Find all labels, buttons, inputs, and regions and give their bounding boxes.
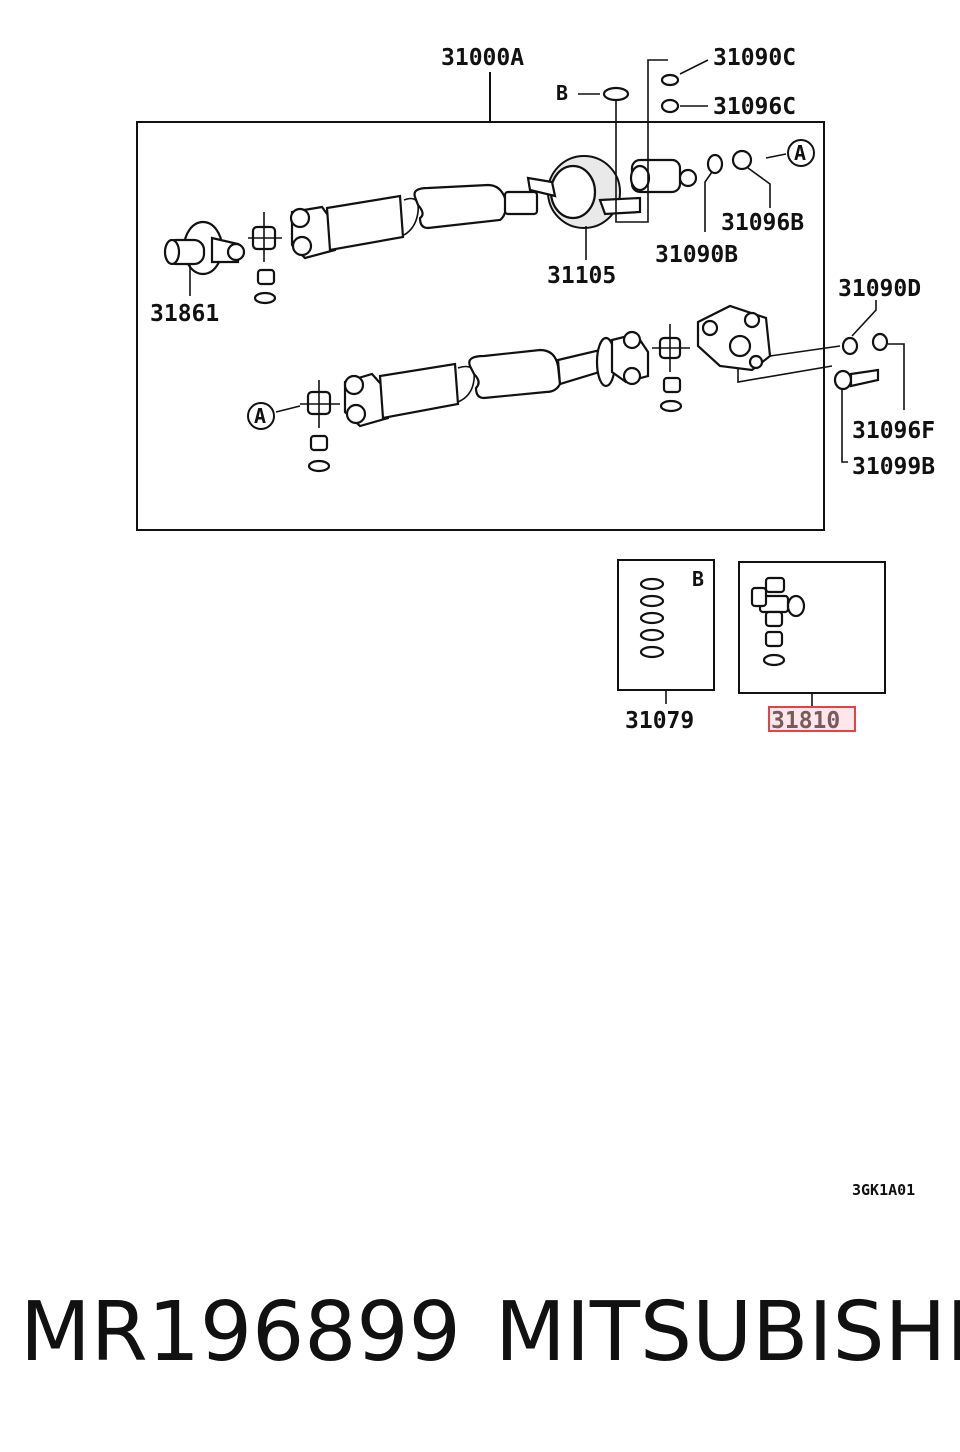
label-31000A[interactable]: 31000A [441, 45, 524, 71]
washer-c-icon [660, 73, 680, 87]
label-31090D[interactable]: 31090D [838, 276, 921, 302]
lower-shaft [300, 304, 889, 473]
spider-kit-frame [738, 561, 886, 694]
brand-name: MITSUBISHI [495, 1285, 960, 1380]
part-number: MR196899 [20, 1285, 461, 1380]
ref-a-bottom-circle [247, 402, 275, 430]
upper-shaft [163, 149, 753, 305]
label-31861[interactable]: 31861 [150, 301, 219, 327]
nut-c-icon [660, 98, 680, 114]
kit-b-letter[interactable]: B [692, 567, 704, 591]
label-31096F[interactable]: 31096F [852, 418, 935, 444]
spider-kit-parts [750, 576, 806, 667]
ref-b-top[interactable]: B [556, 81, 568, 105]
assembly-frame [136, 121, 825, 531]
lower-bracket-lines [737, 345, 841, 383]
label-31090B[interactable]: 31090B [655, 242, 738, 268]
label-31079[interactable]: 31079 [625, 708, 694, 734]
kit-b-washers [639, 577, 665, 659]
label-31096B[interactable]: 31096B [721, 210, 804, 236]
ref-a-top[interactable]: A [794, 141, 806, 165]
diagram-code: 3GK1A01 [852, 1181, 915, 1199]
label-31090C[interactable]: 31090C [713, 45, 796, 71]
label-31096C[interactable]: 31096C [713, 94, 796, 120]
ref-a-top-circle [787, 139, 815, 167]
bracket-lines [615, 59, 668, 223]
washer-top-icon [602, 86, 630, 102]
ref-a-bottom[interactable]: A [254, 404, 266, 428]
label-31810[interactable]: 31810 [771, 708, 840, 734]
label-31099B[interactable]: 31099B [852, 454, 935, 480]
footer: MR196899 MITSUBISHI [0, 1285, 960, 1405]
highlight-31810 [768, 706, 856, 732]
label-31105[interactable]: 31105 [547, 263, 616, 289]
